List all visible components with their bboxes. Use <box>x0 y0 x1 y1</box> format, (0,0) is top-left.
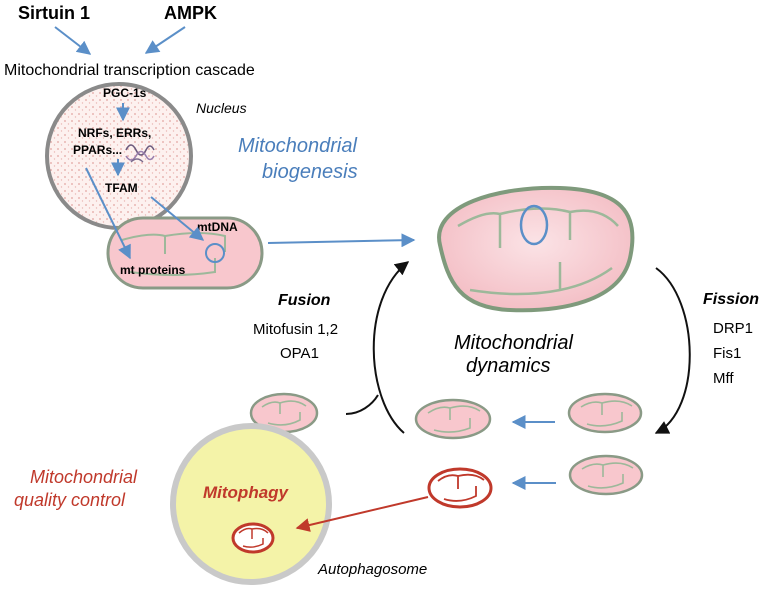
sirtuin-label: Sirtuin 1 <box>18 3 90 23</box>
mtdna-circle <box>205 243 225 263</box>
mito-fission-lower <box>568 454 644 496</box>
large-mtdna-circle <box>519 204 549 246</box>
dynamics-label-line1: Mitochondrial <box>454 332 574 354</box>
fusion-factor-1: Mitofusin 1,2 <box>253 321 338 338</box>
fusion-arrow-up <box>372 261 410 434</box>
nrf-label-line2: PPARs... <box>73 143 122 157</box>
mt-proteins-label: mt proteins <box>120 263 186 277</box>
mitophagy-arrow <box>295 496 429 532</box>
nucleus-label: Nucleus <box>196 100 247 116</box>
fission-arrow-down <box>654 267 691 434</box>
autophagosome-label: Autophagosome <box>317 561 427 578</box>
sirtuin-arrow <box>54 26 92 55</box>
quality-label-line2: quality control <box>14 490 126 510</box>
biogenesis-label-line2: biogenesis <box>262 161 358 183</box>
fusion-arrow-join <box>345 394 379 415</box>
mito-fission-mid <box>414 398 492 440</box>
engulfed-mitochondrion <box>231 522 275 554</box>
fission-factor-1: DRP1 <box>713 320 753 337</box>
fission-title: Fission <box>703 291 759 308</box>
ampk-label: AMPK <box>164 3 217 23</box>
fusion-title: Fusion <box>278 292 331 309</box>
ampk-arrow <box>144 26 186 54</box>
nrf-to-proteins-arrow <box>85 167 131 260</box>
fusion-factor-2: OPA1 <box>280 345 319 362</box>
mitophagy-label: Mitophagy <box>203 483 290 502</box>
mito-fission-right <box>567 392 643 434</box>
nrf-label-line1: NRFs, ERRs, <box>78 126 151 140</box>
tfam-label: TFAM <box>105 181 138 195</box>
cascade-label: Mitochondrial transcription cascade <box>4 62 255 79</box>
fission-factor-2: Fis1 <box>713 345 741 362</box>
quality-label-line1: Mitochondrial <box>30 467 138 487</box>
pgc-label: PGC-1s <box>103 86 147 100</box>
mtdna-label: mtDNA <box>197 220 238 234</box>
tfam-to-mtdna-arrow <box>150 196 205 241</box>
large-mitochondrion <box>437 185 635 313</box>
biogenesis-label-line1: Mitochondrial <box>238 135 358 157</box>
damaged-mitochondrion <box>427 467 493 509</box>
small-mitochondrion <box>106 216 264 290</box>
biogenesis-arrow <box>267 233 416 248</box>
dynamics-label-line2: dynamics <box>466 355 550 377</box>
fission-factor-3: Mff <box>713 370 734 387</box>
dna-icon <box>125 144 155 163</box>
autophagosome <box>170 423 332 585</box>
